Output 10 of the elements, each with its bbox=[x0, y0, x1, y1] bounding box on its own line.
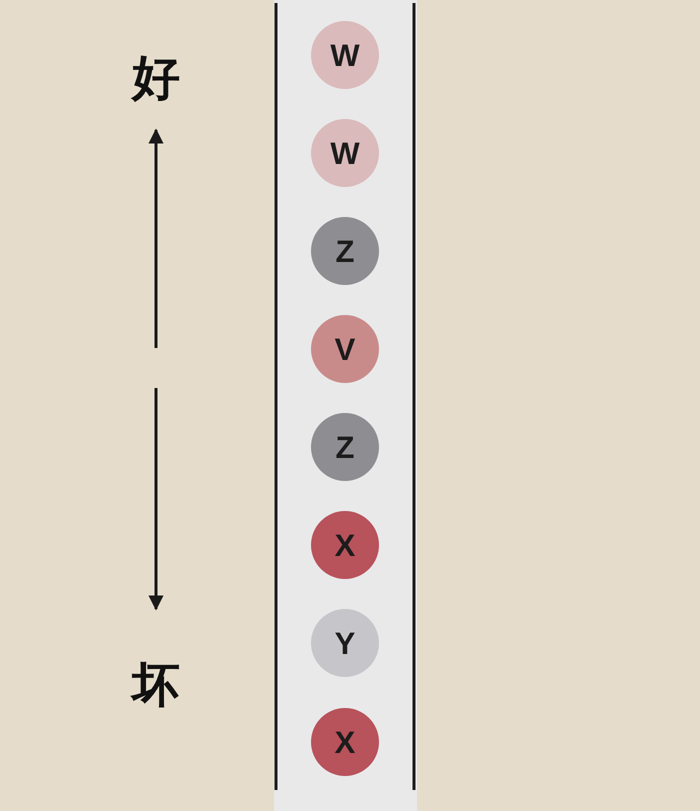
circle-letter: Z bbox=[336, 432, 354, 462]
circle-letter: X bbox=[334, 530, 356, 560]
scale-label: 好 bbox=[130, 54, 181, 102]
circle-letter: V bbox=[334, 334, 356, 364]
circle-letter: Y bbox=[334, 628, 356, 658]
scale-label: 坏 bbox=[129, 661, 181, 709]
circle-letter: W bbox=[330, 138, 360, 168]
circle-letter: X bbox=[334, 726, 356, 758]
circle-letter: Z bbox=[336, 236, 354, 266]
circle-letter: W bbox=[330, 40, 360, 70]
